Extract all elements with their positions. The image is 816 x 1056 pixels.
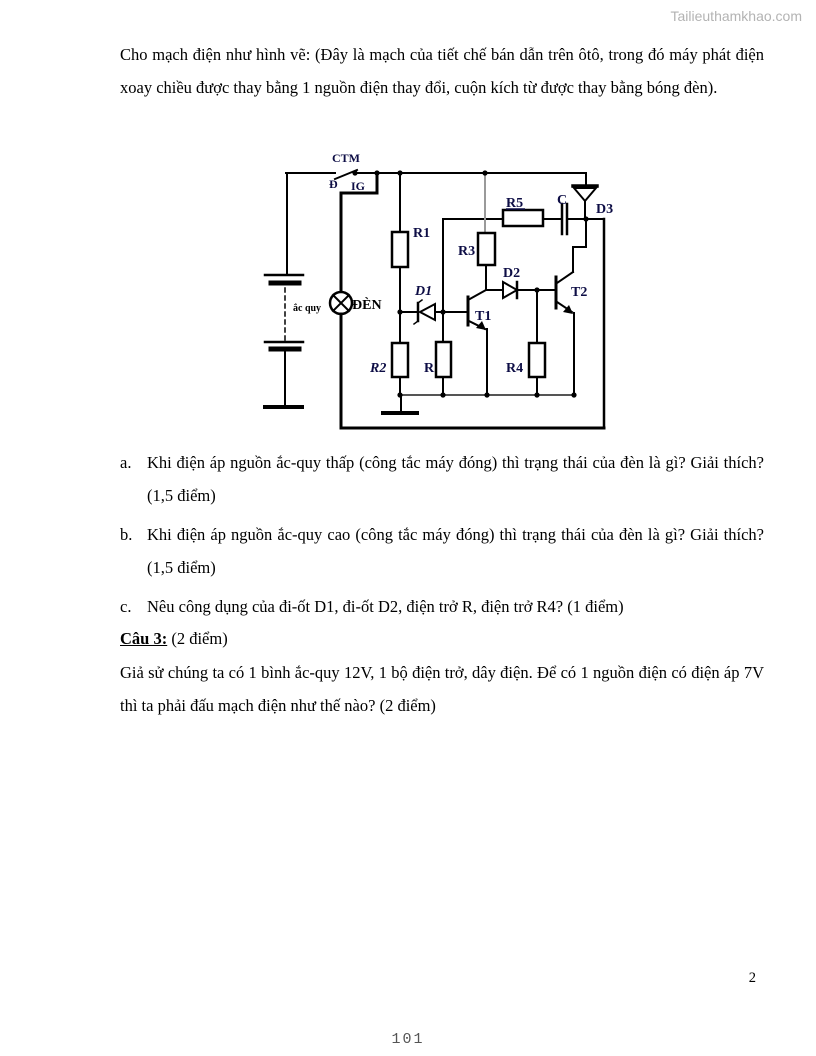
question-b-marker: b. [120,525,133,544]
label-battery: ắc quy [293,303,321,314]
watermark: Tailieuthamkhao.com [670,8,802,24]
label-r2: R2 [369,361,386,376]
label-r5: R5 [506,196,523,211]
label-r: R [424,361,435,376]
resistor-r3 [476,231,497,267]
label-r4: R4 [506,361,523,376]
label-lamp: ĐÈN [352,296,382,313]
footer-number: 101 [391,1031,425,1048]
ground-symbol [381,394,419,415]
resistor-r5 [501,208,545,228]
question-c-text: Nêu công dụng của đi-ốt D1, đi-ốt D2, đi… [147,597,624,616]
battery-symbol [263,172,305,409]
label-r3: R3 [458,244,475,259]
cau3-points: (2 điểm) [167,629,228,648]
question-b-text: Khi điện áp nguồn ắc-quy cao (công tắc m… [147,525,764,577]
label-t2: T2 [571,285,587,300]
junction-dots [352,170,589,398]
diode-d1 [399,298,469,326]
label-r1: R1 [413,226,430,241]
label-d3: D3 [596,202,613,217]
intro-paragraph: Cho mạch điện như hình vẽ: (Đây là mạch … [120,45,764,97]
label-c: C [557,193,567,208]
question-a-text: Khi điện áp nguồn ắc-quy thấp (công tắc … [147,453,764,505]
lamp-symbol [328,290,354,316]
diode-d2 [486,280,538,300]
circuit-diagram: CTM Đ IG R1 R3 R5 C D3 D2 T2 T1 D1 R2 R … [263,151,613,430]
resistor-r2 [390,341,410,379]
question-a: a. Khi điện áp nguồn ắc-quy thấp (công t… [120,446,764,512]
cau3-body: Giả sử chúng ta có 1 bình ắc-quy 12V, 1 … [120,663,764,715]
question-a-marker: a. [120,453,132,472]
resistor-r [434,340,453,379]
resistor-r1 [390,230,410,269]
transistor-t1 [466,288,488,331]
diode-d3 [571,172,599,220]
question-list: a. Khi điện áp nguồn ắc-quy thấp (công t… [120,446,764,629]
label-ig-terminal: IG [351,179,365,193]
label-d1: D1 [414,284,432,299]
cau3-label: Câu 3: [120,629,168,648]
label-d-terminal: Đ [329,177,338,191]
cau3-heading: Câu 3: (2 điểm) [120,622,228,655]
question-c: c. Nêu công dụng của đi-ốt D1, đi-ốt D2,… [120,590,764,623]
label-t1: T1 [475,309,491,324]
label-d2: D2 [503,266,520,281]
resistor-r4 [527,341,547,379]
question-c-marker: c. [120,597,132,616]
question-b: b. Khi điện áp nguồn ắc-quy cao (công tắ… [120,518,764,584]
transistor-t2 [536,270,575,314]
label-switch: CTM [332,151,360,165]
page-number: 2 [748,970,756,986]
